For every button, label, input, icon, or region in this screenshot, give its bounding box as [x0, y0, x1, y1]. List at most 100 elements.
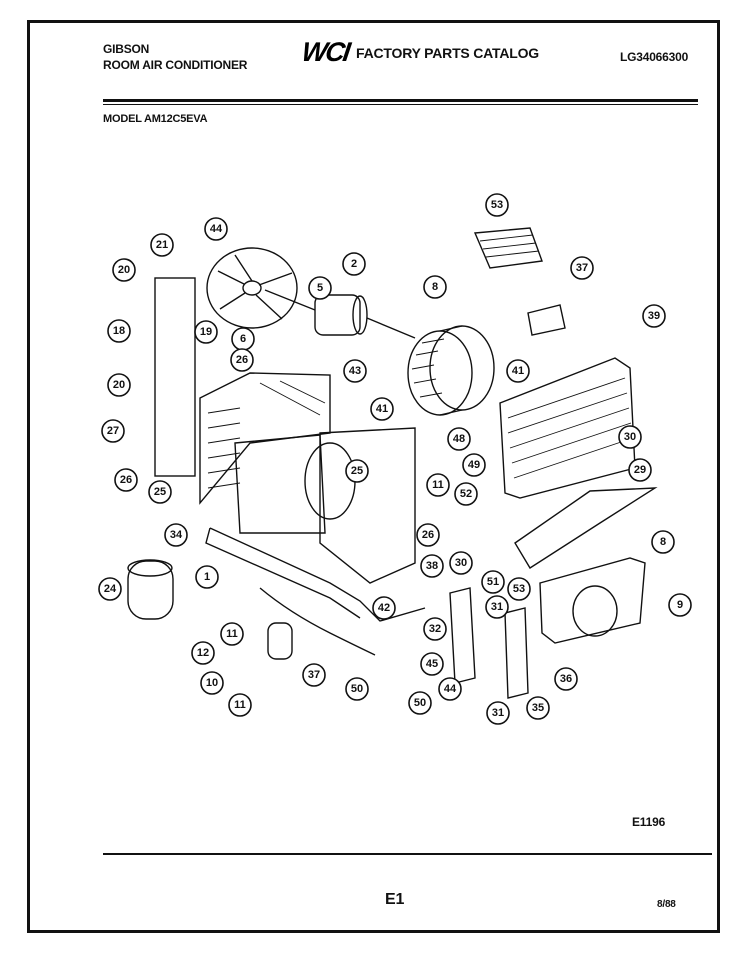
callout: 43	[343, 359, 367, 383]
svg-text:21: 21	[156, 239, 168, 251]
compressor	[127, 559, 174, 620]
callout: 5	[308, 276, 332, 300]
partition-panel	[514, 487, 658, 569]
svg-text:41: 41	[512, 365, 524, 377]
callout: 32	[423, 617, 447, 641]
power-cord	[259, 587, 376, 656]
callout: 41	[506, 359, 530, 383]
callout: 20	[112, 258, 136, 282]
callout: 11	[426, 473, 450, 497]
svg-text:39: 39	[648, 310, 660, 322]
callout: 38	[420, 554, 444, 578]
footer-rule	[103, 853, 712, 855]
svg-text:30: 30	[624, 431, 636, 443]
model-number: MODEL AM12C5EVA	[103, 113, 208, 125]
svg-text:11: 11	[226, 628, 238, 640]
callout: 8	[651, 530, 675, 554]
exploded-parts-diagram: 44 21 20 18 19 20 27 26 25 34 1 24 6 26 …	[98, 193, 692, 725]
svg-text:27: 27	[107, 425, 119, 437]
catalog-page: GIBSON ROOM AIR CONDITIONER WCI FACTORY …	[27, 20, 720, 933]
callout: 19	[194, 320, 218, 344]
catalog-part-number: LG34066300	[620, 50, 689, 64]
callout: 34	[164, 523, 188, 547]
svg-text:37: 37	[308, 669, 320, 681]
header-rule	[103, 99, 698, 102]
callout: 12	[191, 641, 215, 665]
fan-motor	[264, 289, 416, 339]
callout: 21	[150, 233, 174, 257]
control-grille	[473, 227, 543, 269]
svg-text:26: 26	[236, 354, 248, 366]
callout: 6	[231, 327, 255, 351]
callout: 39	[642, 304, 666, 328]
callout: 26	[416, 523, 440, 547]
svg-text:48: 48	[453, 433, 465, 445]
svg-text:2: 2	[351, 258, 357, 270]
svg-text:26: 26	[422, 529, 434, 541]
capacitor	[267, 622, 293, 660]
svg-text:9: 9	[677, 599, 683, 611]
svg-text:53: 53	[513, 583, 525, 595]
svg-text:8: 8	[660, 536, 666, 548]
svg-text:43: 43	[349, 365, 361, 377]
svg-text:18: 18	[113, 325, 125, 337]
svg-text:41: 41	[376, 403, 388, 415]
callout: 20	[107, 373, 131, 397]
callout: 45	[420, 652, 444, 676]
svg-text:53: 53	[491, 199, 503, 211]
base-pan	[205, 527, 426, 622]
svg-text:8: 8	[432, 281, 438, 293]
part-callouts: 44 21 20 18 19 20 27 26 25 34 1 24 6 26 …	[98, 193, 692, 725]
callout: 42	[372, 596, 396, 620]
svg-text:38: 38	[426, 560, 438, 572]
svg-text:6: 6	[240, 333, 246, 345]
svg-text:11: 11	[234, 699, 246, 711]
svg-text:44: 44	[210, 223, 223, 235]
evaporator-coil	[199, 372, 331, 534]
svg-text:20: 20	[113, 379, 125, 391]
svg-text:10: 10	[206, 677, 218, 689]
svg-text:44: 44	[444, 683, 457, 695]
callout: 11	[228, 693, 252, 717]
svg-text:52: 52	[460, 488, 472, 500]
header-rule-thin	[103, 104, 698, 105]
callout: 37	[302, 663, 326, 687]
callout: 37	[570, 256, 594, 280]
condenser-shroud	[539, 557, 646, 644]
callout: 51	[481, 570, 505, 594]
svg-text:32: 32	[429, 623, 441, 635]
svg-text:34: 34	[170, 529, 183, 541]
svg-text:51: 51	[487, 576, 499, 588]
callout: 35	[526, 696, 550, 720]
callout: 52	[454, 482, 478, 506]
callout: 10	[200, 671, 224, 695]
callout: 31	[486, 701, 510, 725]
svg-text:1: 1	[204, 571, 210, 583]
bracket	[527, 304, 566, 336]
brand-name: GIBSON	[103, 42, 150, 56]
svg-text:31: 31	[492, 707, 504, 719]
callout: 36	[554, 667, 578, 691]
callout: 9	[668, 593, 692, 617]
svg-text:49: 49	[468, 459, 480, 471]
callout: 50	[408, 691, 432, 715]
control-bracket	[449, 587, 529, 699]
callout: 24	[98, 577, 122, 601]
callout: 53	[507, 577, 531, 601]
callout: 31	[485, 595, 509, 619]
product-name: ROOM AIR CONDITIONER	[103, 58, 248, 72]
page-label: E1	[385, 891, 405, 908]
svg-text:25: 25	[351, 465, 363, 477]
callout: 30	[449, 551, 473, 575]
figure-code: E1196	[632, 815, 666, 829]
callout: 27	[101, 419, 125, 443]
svg-text:45: 45	[426, 658, 438, 670]
callout: 41	[370, 397, 394, 421]
blower-wheel	[407, 325, 495, 416]
svg-text:35: 35	[532, 702, 544, 714]
callout: 18	[107, 319, 131, 343]
svg-text:42: 42	[378, 602, 390, 614]
callout: 25	[345, 459, 369, 483]
callout: 11	[220, 622, 244, 646]
fan-blade	[206, 247, 298, 329]
